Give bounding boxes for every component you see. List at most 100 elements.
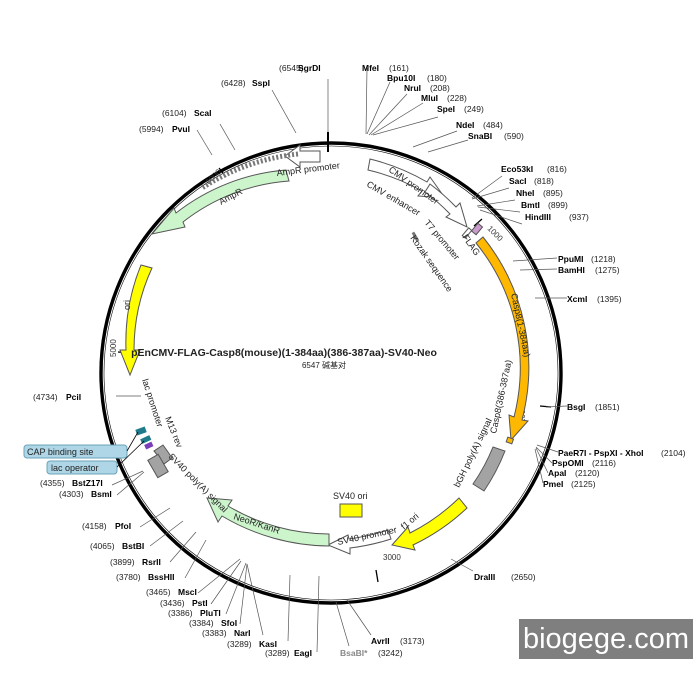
sv40-ori-block — [339, 503, 363, 518]
plasmid-name: pEnCMV-FLAG-Casp8(mouse)(1-384aa)(386-38… — [131, 347, 437, 359]
svg-text:XcmI: XcmI — [567, 294, 587, 304]
label-f1-ori: f1 ori — [399, 511, 421, 532]
site-pspomi: PspOMI(2116) — [552, 458, 616, 468]
svg-text:PciI: PciI — [66, 392, 81, 402]
svg-text:(4303): (4303) — [59, 489, 84, 499]
site-sgrdi: (6545)SgrDI — [279, 63, 321, 73]
m13-rev-mark — [144, 441, 154, 450]
svg-text:(180): (180) — [427, 73, 447, 83]
svg-text:NarI: NarI — [234, 628, 251, 638]
svg-text:(4355): (4355) — [40, 478, 65, 488]
svg-text:SacI: SacI — [509, 176, 527, 186]
cap-binding-site-box: CAP binding site — [23, 431, 139, 459]
svg-text:KasI: KasI — [259, 639, 277, 649]
site-avrii: AvrII (3173) — [371, 636, 425, 646]
svg-text:Eco53kI: Eco53kI — [501, 164, 533, 174]
svg-text:(3899): (3899) — [110, 557, 135, 567]
svg-text:(6104): (6104) — [162, 108, 187, 118]
svg-text:(3780): (3780) — [116, 572, 141, 582]
site-ppumi: PpuMI (1218) — [558, 254, 616, 264]
site-sfoi: (3384)SfoI — [189, 618, 237, 628]
tick-1000: 1000 — [486, 224, 505, 243]
svg-text:PspOMI: PspOMI — [552, 458, 584, 468]
svg-text:PluTI: PluTI — [200, 608, 221, 618]
label-sv40-ori: SV40 ori — [333, 491, 368, 501]
site-pvui: (5994) PvuI — [139, 124, 190, 134]
svg-text:PpuMI: PpuMI — [558, 254, 584, 264]
site-ndei: NdeI(484) — [456, 120, 503, 130]
ori-arrow — [119, 264, 153, 377]
svg-text:SgrDI: SgrDI — [298, 63, 321, 73]
svg-text:(4158): (4158) — [82, 521, 107, 531]
site-eagi: (3289)EagI — [265, 648, 312, 658]
svg-text:PstI: PstI — [192, 598, 208, 608]
svg-text:AvrII: AvrII — [371, 636, 390, 646]
svg-text:SpeI: SpeI — [437, 104, 455, 114]
label-lac-promoter: lac promoter — [140, 378, 165, 429]
svg-text:(249): (249) — [464, 104, 484, 114]
site-rsrii: (3899)RsrII — [110, 557, 161, 567]
site-mfei: MfeI(161) — [362, 63, 409, 73]
site-bmti: BmtI(899) — [521, 200, 568, 210]
cap-site-mark — [135, 426, 147, 436]
svg-text:(3383): (3383) — [202, 628, 227, 638]
ampr-promoter-dash — [200, 151, 299, 191]
svg-text:(3289): (3289) — [227, 639, 252, 649]
site-psti: (3436) PstI — [160, 598, 208, 608]
flag-tag — [470, 222, 484, 236]
svg-text:(2650): (2650) — [511, 572, 536, 582]
svg-text:PvuI: PvuI — [172, 124, 190, 134]
svg-text:(818): (818) — [534, 176, 554, 186]
label-ampr-promoter: AmpR promoter — [276, 160, 340, 178]
svg-text:(1218): (1218) — [591, 254, 616, 264]
svg-text:(899): (899) — [548, 200, 568, 210]
svg-text:PfoI: PfoI — [115, 521, 131, 531]
svg-text:(3465): (3465) — [146, 587, 171, 597]
svg-text:(3436): (3436) — [160, 598, 185, 608]
svg-text:(484): (484) — [483, 120, 503, 130]
site-bsmi: (4303)BsmI — [59, 489, 112, 499]
site-bsabi: BsaBI*(3242) — [340, 648, 403, 658]
casp8-small-cds — [505, 436, 515, 445]
svg-text:(6428): (6428) — [221, 78, 246, 88]
tick-3000: 3000 — [383, 553, 401, 562]
site-hindiii: HindIII(937) — [525, 212, 589, 222]
site-draiii: DraIII (2650) — [474, 572, 536, 582]
f1-ori-arrow — [391, 497, 468, 551]
lac-operator-box: lac operator — [46, 440, 145, 475]
site-nari: (3383) NarI — [202, 628, 251, 638]
kozak-mark — [411, 231, 420, 242]
ampr-arrow — [150, 169, 290, 235]
svg-text:HindIII: HindIII — [525, 212, 551, 222]
backbone-inner-circle — [103, 145, 559, 601]
svg-text:SspI: SspI — [252, 78, 270, 88]
site-bamhi: BamHI(1275) — [558, 265, 620, 275]
svg-text:DraIII: DraIII — [474, 572, 495, 582]
bgh-polya-block — [472, 446, 506, 492]
site-eco53ki: Eco53kI (816) — [501, 164, 567, 174]
site-spei: SpeI (249) — [437, 104, 484, 114]
svg-text:BamHI: BamHI — [558, 265, 585, 275]
label-m13-rev: M13 rev — [163, 415, 185, 449]
site-snabi: SnaBI(590) — [468, 131, 524, 141]
svg-text:ApaI: ApaI — [548, 468, 566, 478]
svg-text:(5994): (5994) — [139, 124, 164, 134]
svg-text:(2104): (2104) — [661, 448, 686, 458]
svg-text:MfeI: MfeI — [362, 63, 379, 73]
cmv-promoter-arrow — [424, 183, 468, 228]
svg-text:(4734): (4734) — [33, 392, 58, 402]
svg-text:PmeI: PmeI — [543, 479, 563, 489]
svg-text:(816): (816) — [547, 164, 567, 174]
svg-text:(3173): (3173) — [400, 636, 425, 646]
svg-text:(6545): (6545) — [279, 63, 304, 73]
site-apai: ApaI(2120) — [548, 468, 600, 478]
site-bstz17i: (4355)BstZ17I — [40, 478, 103, 488]
svg-text:ScaI: ScaI — [194, 108, 212, 118]
site-bsgi: BsgI(1851) — [567, 402, 620, 412]
site-pfoi: (4158) PfoI — [82, 521, 131, 531]
sv40-polya-block-2 — [147, 453, 169, 479]
sv40-promoter-arrow — [326, 529, 392, 555]
svg-text:PaeR7I - PspXI - XhoI: PaeR7I - PspXI - XhoI — [558, 448, 644, 458]
label-casp8: Casp8(1-384aa) — [509, 292, 532, 358]
